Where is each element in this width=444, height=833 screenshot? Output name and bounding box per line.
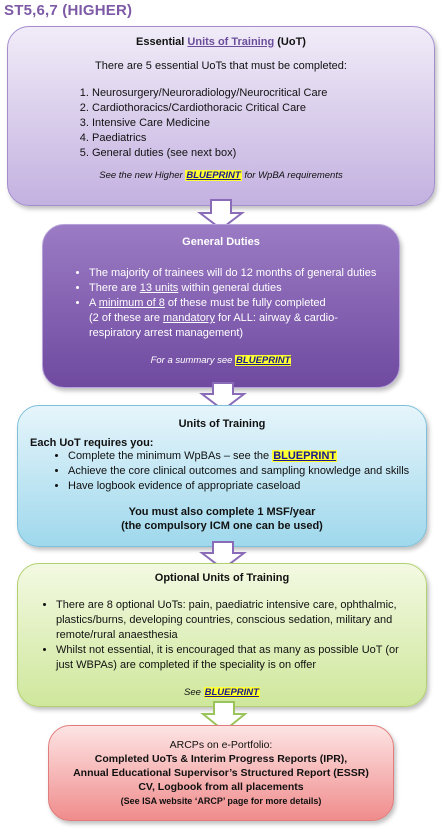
list-item: Whilst not essential, it is encouraged t… bbox=[56, 643, 412, 673]
essential-uot-heading: Essential Units of Training (UoT) bbox=[8, 36, 434, 48]
list-item: A minimum of 8 of these must be fully co… bbox=[89, 296, 385, 341]
down-arrow-icon bbox=[197, 199, 245, 231]
list-item: There are 13 units within general duties bbox=[89, 281, 385, 296]
heading-text: Essential bbox=[136, 36, 188, 48]
arcp-box: ARCPs on e-Portfolio: Completed UoTs & I… bbox=[48, 725, 394, 821]
general-duties-box: General Duties The majority of trainees … bbox=[42, 224, 400, 388]
blueprint-link[interactable]: BLUEPRINT bbox=[203, 687, 260, 698]
list-item: General duties (see next box) bbox=[92, 146, 434, 161]
blueprint-link[interactable]: BLUEPRINT bbox=[185, 170, 242, 181]
list-item: Complete the minimum WpBAs – see the BLU… bbox=[68, 449, 416, 464]
list-item: The majority of trainees will do 12 mont… bbox=[89, 266, 385, 281]
footer-text: See the new Higher bbox=[99, 170, 186, 181]
heading-suffix: (UoT) bbox=[274, 36, 306, 48]
optional-uot-footer: See BLUEPRINT bbox=[184, 687, 260, 698]
uot-requirements-list: Complete the minimum WpBAs – see the BLU… bbox=[68, 449, 416, 494]
essential-uot-intro: There are 5 essential UoTs that must be … bbox=[95, 60, 347, 72]
general-duties-footer: For a summary see BLUEPRINT bbox=[150, 355, 292, 366]
general-duties-list: The majority of trainees will do 12 mont… bbox=[89, 266, 385, 341]
arcp-line: ARCPs on e-Portfolio: bbox=[169, 739, 273, 751]
essential-uot-box: Essential Units of Training (UoT) There … bbox=[7, 26, 435, 206]
units-of-training-box: Units of Training Each UoT requires you:… bbox=[17, 405, 427, 547]
list-item: Neurosurgery/Neuroradiology/Neurocritica… bbox=[92, 86, 434, 101]
optional-uot-box: Optional Units of Training There are 8 o… bbox=[17, 563, 427, 707]
general-duties-heading: General Duties bbox=[182, 236, 260, 248]
blueprint-link[interactable]: BLUEPRINT bbox=[235, 355, 292, 366]
list-item: Paediatrics bbox=[92, 131, 434, 146]
list-item: Achieve the core clinical outcomes and s… bbox=[68, 464, 416, 479]
essential-uot-list: Neurosurgery/Neuroradiology/Neurocritica… bbox=[92, 86, 434, 161]
list-item: There are 8 optional UoTs: pain, paediat… bbox=[56, 598, 412, 643]
essential-uot-footer: See the new Higher BLUEPRINT for WpBA re… bbox=[8, 170, 434, 181]
arcp-line: Annual Educational Supervisor’s Structur… bbox=[73, 767, 369, 779]
arcp-line: CV, Logbook from all placements bbox=[138, 781, 304, 793]
list-item: Cardiothoracics/Cardiothoracic Critical … bbox=[92, 101, 434, 116]
optional-uot-heading: Optional Units of Training bbox=[154, 572, 290, 584]
down-arrow-icon bbox=[199, 382, 247, 412]
list-item: Intensive Care Medicine bbox=[92, 116, 434, 131]
units-of-training-heading: Units of Training bbox=[178, 418, 266, 430]
arcp-line: Completed UoTs & Interim Progress Report… bbox=[94, 753, 348, 765]
list-item: Have logbook evidence of appropriate cas… bbox=[68, 479, 416, 494]
uot-lead: Each UoT requires you: bbox=[30, 437, 154, 449]
units-of-training-link[interactable]: Units of Training bbox=[187, 36, 275, 48]
down-arrow-icon bbox=[199, 541, 247, 571]
thirteen-units-link[interactable]: 13 units bbox=[139, 282, 179, 294]
footer-suffix: for WpBA requirements bbox=[241, 170, 343, 181]
mandatory-link[interactable]: mandatory bbox=[163, 312, 215, 324]
arcp-text: ARCPs on e-Portfolio: Completed UoTs & I… bbox=[49, 738, 393, 808]
page-title: ST5,6,7 (HIGHER) bbox=[4, 2, 133, 19]
down-arrow-icon bbox=[200, 701, 248, 733]
optional-uot-list: There are 8 optional UoTs: pain, paediat… bbox=[56, 598, 412, 673]
blueprint-link[interactable]: BLUEPRINT bbox=[272, 450, 338, 462]
minimum-of-8-link[interactable]: minimum of 8 bbox=[98, 297, 165, 309]
msf-note: You must also complete 1 MSF/year (the c… bbox=[121, 506, 323, 532]
arcp-line: (See ISA website ‘ARCP’ page for more de… bbox=[120, 796, 322, 806]
